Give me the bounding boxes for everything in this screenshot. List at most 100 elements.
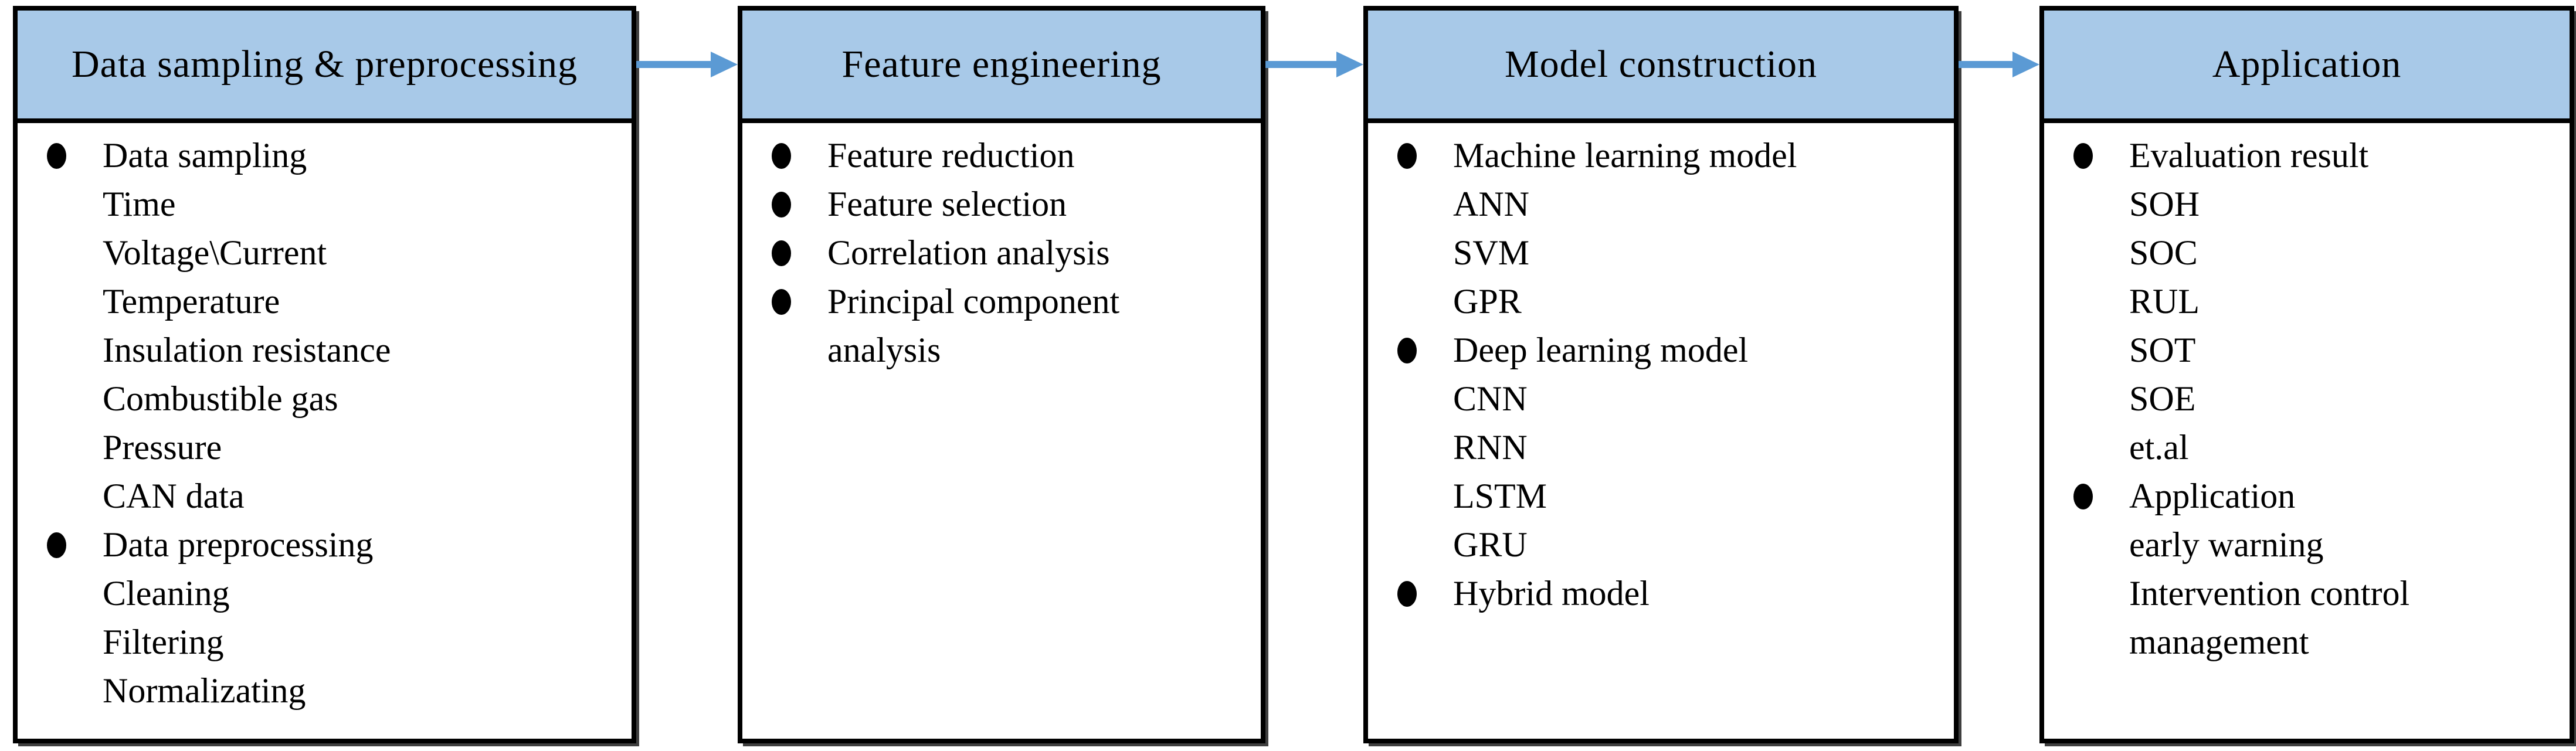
list-item-text: Data preprocessing <box>103 525 374 564</box>
list-item: management <box>2073 618 2564 667</box>
list-item-text: management <box>2129 623 2309 661</box>
flow-arrow-3 <box>1959 50 2039 79</box>
list-item: Insulation resistance <box>47 326 626 375</box>
stage-box-feature-engineering: Feature engineering Feature reduction Fe… <box>738 6 1265 743</box>
list-item: Filtering <box>47 618 626 667</box>
bullet-icon <box>772 240 827 266</box>
list-item: Combustible gas <box>47 375 626 423</box>
arrow-shaft <box>1959 61 2012 68</box>
bullet-icon <box>47 142 103 169</box>
list-item-text: CNN <box>1453 379 1528 418</box>
bullet-icon <box>2073 142 2129 169</box>
list-item-text: Insulation resistance <box>103 331 391 369</box>
list-item: SOH <box>2073 180 2564 229</box>
list-item: Correlation analysis <box>772 229 1255 277</box>
list-item-text: Filtering <box>103 623 224 661</box>
list-item-text: SOC <box>2129 233 2198 272</box>
list-item-text: Correlation analysis <box>827 233 1110 272</box>
list-item-text: Voltage\Current <box>103 233 327 272</box>
list-item: SOT <box>2073 326 2564 375</box>
list-item-text: Evaluation result <box>2129 136 2369 175</box>
arrow-shaft <box>1265 61 1336 68</box>
list-item-text: RUL <box>2129 282 2200 321</box>
list-item: Voltage\Current <box>47 229 626 277</box>
list-item: SOC <box>2073 229 2564 277</box>
list-item: Data preprocessing <box>47 521 626 569</box>
list-item: SVM <box>1397 229 1948 277</box>
list-item-text: Temperature <box>103 282 280 321</box>
list-item-text: Machine learning model <box>1453 136 1797 175</box>
stage-box-data-sampling: Data sampling & preprocessing Data sampl… <box>13 6 636 743</box>
stage-title: Feature engineering <box>841 43 1162 86</box>
bullet-icon <box>1397 337 1453 363</box>
stage-title: Model construction <box>1504 43 1818 86</box>
list-item-text: Feature selection <box>827 185 1067 223</box>
list-item-text: Application <box>2129 477 2296 515</box>
bullet-icon <box>772 191 827 218</box>
list-item: RUL <box>2073 277 2564 326</box>
list-item: analysis <box>772 326 1255 375</box>
flow-arrow-2 <box>1265 50 1363 79</box>
list-item: RNN <box>1397 423 1948 472</box>
list-item: early warning <box>2073 521 2564 569</box>
list-item-text: Time <box>103 185 176 223</box>
list-item: Application <box>2073 472 2564 521</box>
list-item: CNN <box>1397 375 1948 423</box>
arrow-head-icon <box>711 52 738 77</box>
list-item-text: LSTM <box>1453 477 1547 515</box>
list-item-text: GPR <box>1453 282 1522 321</box>
stage-header: Feature engineering <box>738 6 1265 123</box>
list-item: Feature selection <box>772 180 1255 229</box>
stage-box-model-construction: Model construction Machine learning mode… <box>1363 6 1959 743</box>
list-item: Hybrid model <box>1397 569 1948 618</box>
list-item: Temperature <box>47 277 626 326</box>
bullet-icon <box>2073 483 2129 509</box>
list-item-text: Pressure <box>103 428 222 467</box>
list-item-text: Principal component <box>827 282 1120 321</box>
list-item-text: SOT <box>2129 331 2196 369</box>
list-item: LSTM <box>1397 472 1948 521</box>
list-item-text: Data sampling <box>103 136 307 175</box>
stage-header: Data sampling & preprocessing <box>13 6 636 123</box>
list-item-text: et.al <box>2129 428 2189 467</box>
stage-title: Data sampling & preprocessing <box>72 43 578 86</box>
list-item: GPR <box>1397 277 1948 326</box>
list-item: Deep learning model <box>1397 326 1948 375</box>
list-item-text: Deep learning model <box>1453 331 1749 369</box>
list-item-text: Cleaning <box>103 574 230 613</box>
list-item-text: ANN <box>1453 185 1529 223</box>
list-item-text: Combustible gas <box>103 379 338 418</box>
stage-body: Evaluation result SOH SOC RUL SOT SOE et… <box>2039 123 2574 743</box>
list-item: et.al <box>2073 423 2564 472</box>
list-item-text: Intervention control <box>2129 574 2410 613</box>
list-item: Normalizating <box>47 667 626 715</box>
list-item-text: analysis <box>827 331 941 369</box>
list-item: Machine learning model <box>1397 131 1948 180</box>
list-item-text: early warning <box>2129 525 2324 564</box>
list-item: Pressure <box>47 423 626 472</box>
list-item: SOE <box>2073 375 2564 423</box>
list-item: Feature reduction <box>772 131 1255 180</box>
list-item-text: SOH <box>2129 185 2200 223</box>
list-item: CAN data <box>47 472 626 521</box>
flow-arrow-1 <box>636 50 738 79</box>
list-item: Cleaning <box>47 569 626 618</box>
list-item-text: Feature reduction <box>827 136 1075 175</box>
list-item: GRU <box>1397 521 1948 569</box>
list-item-text: Normalizating <box>103 671 306 710</box>
list-item: Time <box>47 180 626 229</box>
stage-header: Application <box>2039 6 2574 123</box>
arrow-head-icon <box>1336 52 1363 77</box>
arrow-head-icon <box>2012 52 2039 77</box>
list-item: ANN <box>1397 180 1948 229</box>
stage-title: Application <box>2212 43 2402 86</box>
stage-body: Machine learning model ANN SVM GPR Deep … <box>1363 123 1959 743</box>
arrow-shaft <box>636 61 711 68</box>
list-item: Evaluation result <box>2073 131 2564 180</box>
list-item-text: Hybrid model <box>1453 574 1650 613</box>
bullet-icon <box>1397 142 1453 169</box>
list-item: Intervention control <box>2073 569 2564 618</box>
list-item-text: GRU <box>1453 525 1528 564</box>
bullet-icon <box>772 288 827 315</box>
list-item-text: SOE <box>2129 379 2196 418</box>
